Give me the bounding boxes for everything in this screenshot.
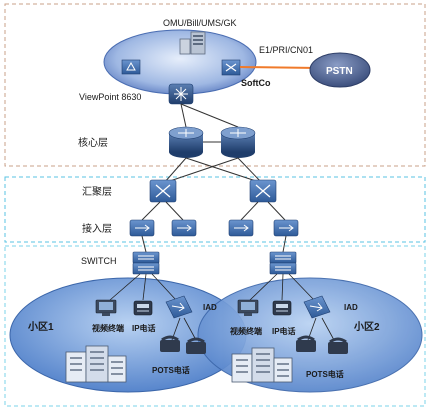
pots-phone-1b-icon — [186, 337, 206, 354]
pots-phone-1a-icon — [160, 335, 180, 352]
softco-label: SoftCo — [241, 78, 271, 88]
area-1-label: 小区1 — [27, 320, 54, 333]
access-switch-2-icon — [171, 219, 197, 237]
link-sw2-ipphone — [281, 273, 284, 301]
area-2-label: 小区2 — [353, 320, 380, 333]
pots-1-label: POTS电话 — [152, 365, 190, 375]
link-agg1-acc2 — [165, 201, 184, 221]
ip-phone-2-label: IP电话 — [272, 326, 296, 336]
access-switch-1-icon — [129, 219, 155, 237]
pots-phone-2a-icon — [296, 335, 316, 352]
pstn-label: PSTN — [326, 66, 353, 77]
gatekeeper-icon — [121, 59, 141, 75]
ip-phone-1-icon — [133, 300, 153, 316]
link-core2-agg2 — [237, 157, 263, 184]
agg-switch-1-icon — [149, 179, 177, 203]
link-iad1-pots2 — [183, 317, 197, 341]
access-layer-label: 接入层 — [82, 222, 112, 235]
iad-2-icon — [303, 295, 331, 319]
viewpoint-label: ViewPoint 8630 — [79, 92, 141, 102]
iad-1-icon — [165, 295, 193, 319]
switch-2-icon — [269, 251, 297, 275]
link-agg1-acc1 — [141, 201, 161, 221]
link-sw1-ipphone — [142, 273, 147, 301]
buildings-1-icon — [65, 345, 127, 383]
link-acc1-sw1 — [141, 235, 147, 253]
link-acc4-sw2 — [282, 235, 287, 253]
ip-phone-1-label: IP电话 — [132, 323, 156, 333]
viewpoint-router-icon — [168, 83, 194, 105]
video-terminal-1-label: 视频终端 — [92, 323, 124, 333]
ip-phone-2-icon — [272, 300, 292, 316]
pstn-cloud — [309, 52, 371, 88]
omu-label: OMU/Bill/UMS/GK — [163, 18, 237, 28]
link-sw2-video — [249, 273, 278, 301]
aggregation-layer-label: 汇聚层 — [82, 185, 112, 198]
switch-1-icon — [132, 251, 160, 275]
iad-2-label: IAD — [344, 303, 358, 312]
link-sw1-video — [109, 273, 141, 301]
softco-icon — [221, 59, 241, 76]
access-switch-3-icon — [228, 219, 254, 237]
link-agg2-acc4 — [267, 201, 286, 221]
buildings-2-icon — [231, 347, 293, 383]
core-router-1-icon — [168, 126, 204, 158]
server-icon — [179, 31, 206, 55]
agg-switch-2-icon — [249, 179, 277, 203]
pots-2-label: POTS电话 — [306, 369, 344, 379]
e1-label: E1/PRI/CN01 — [259, 45, 313, 55]
switch-label: SWITCH — [81, 256, 117, 266]
link-iad2-pots2 — [321, 317, 335, 341]
pots-phone-2b-icon — [328, 337, 348, 354]
access-layer-box — [4, 245, 426, 407]
video-terminal-2-icon — [237, 299, 259, 316]
iad-1-label: IAD — [203, 303, 217, 312]
link-vp-core2 — [180, 103, 239, 128]
link-agg2-acc3 — [240, 201, 259, 221]
link-sw2-iad — [288, 273, 315, 301]
video-terminal-2-label: 视频终端 — [230, 326, 262, 336]
link-core1-agg1 — [163, 157, 187, 184]
video-terminal-1-icon — [95, 299, 117, 316]
core-router-2-icon — [220, 126, 256, 158]
link-core2-agg1 — [163, 157, 239, 184]
access-switch-4-icon — [273, 219, 299, 237]
link-vp-core1 — [180, 103, 187, 128]
link-sw1-iad — [151, 273, 177, 301]
core-layer-label: 核心层 — [78, 136, 108, 149]
aggregation-layer-box — [4, 176, 426, 243]
e1-link — [239, 66, 319, 69]
link-core1-agg2 — [185, 157, 263, 184]
